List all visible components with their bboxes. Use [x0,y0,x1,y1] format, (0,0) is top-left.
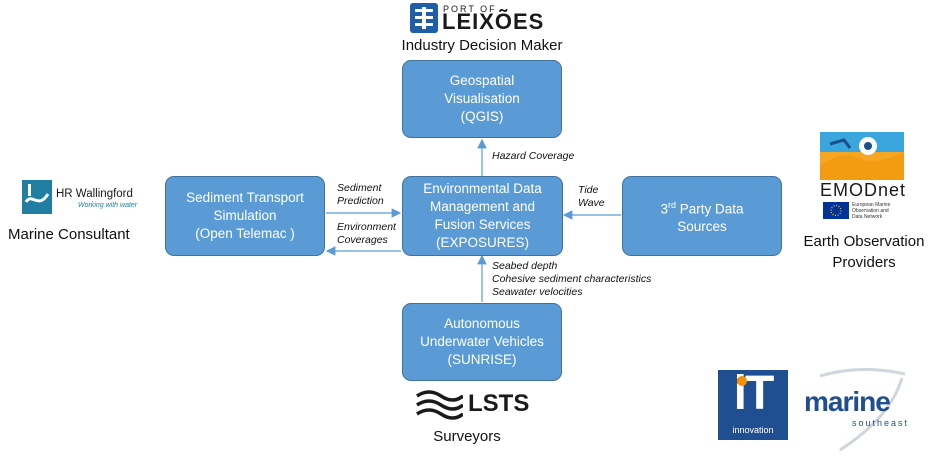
hazard-coverage-label: Hazard Coverage [492,150,575,162]
seabed-data-label: Seabed depth Cohesive sediment character… [492,260,651,299]
ordinal-number: 3 [660,201,668,217]
autonomous-vehicles-box: Autonomous Underwater Vehicles (SUNRISE) [402,303,562,381]
sediment-transport-box: Sediment Transport Simulation (Open Tele… [165,176,325,256]
port-emblem-svg [415,7,433,29]
box-line: Sources [677,219,727,235]
it-letters: iT [733,367,775,420]
box-line: Geospatial [449,73,515,88]
marine-word: marine [804,386,891,417]
lsts-wave-icon [416,390,463,420]
eu-flag-icon [823,202,849,219]
label-line: Sediment [337,182,382,194]
subtitle-line: Data Network [852,214,883,220]
label-line: Cohesive sediment characteristics [492,273,652,285]
label-line: Seawater velocities [492,286,583,298]
sediment-prediction-label: Sediment Prediction [337,182,384,208]
emodnet-emblem-icon [820,132,904,180]
box-line: Simulation [213,208,277,223]
box-line: (Open Telemac ) [195,226,295,241]
box-line: Environmental Data [423,181,542,196]
earth-observation-caption: Earth Observation Providers [790,231,938,273]
lsts-logo: LSTS [415,388,535,422]
marine-consultant-caption: Marine Consultant [8,226,130,243]
hr-wallingford-tagline: Working with water [78,202,138,209]
emodnet-name: EMODnet [820,180,907,200]
box-line: 3rd Party Data [660,196,743,219]
lsts-text: LSTS [468,390,530,417]
label-line: Tide [578,184,599,196]
box-line: (SUNRISE) [447,352,517,367]
box-line: Sediment Transport [186,190,304,205]
subtitle-line: European Marine [852,202,891,208]
industry-decision-maker-caption: Industry Decision Maker [401,37,563,54]
box-line: (QGIS) [460,109,504,124]
hr-wallingford-name: HR Wallingford [56,188,133,200]
subtitle-line: Observation and [852,208,889,214]
eu-stars-svg [830,204,842,217]
label-line: Environment [337,221,396,233]
tide-wave-label: Tide Wave [578,184,605,210]
leixoes-text: LEIXÕES [442,9,545,34]
box-line: (EXPOSURES) [435,235,530,250]
hr-wallingford-logo: HR Wallingford Working with water [22,180,142,216]
label-line: Coverages [337,234,388,246]
emodnet-subtitle: European Marine Observation and Data Net… [852,202,890,220]
port-emblem-icon [410,3,438,33]
caption-line: Earth Observation [803,233,925,250]
label-line: Prediction [337,195,384,207]
box-line: Management and [429,199,536,214]
third-party-data-box: 3rd Party Data Sources [622,176,782,256]
southeast-word: southeast [852,418,910,428]
box-line-rest: Party Data [676,201,744,217]
port-of-small-text: PORT OF [443,4,497,14]
box-line: Visualisation [444,91,520,106]
environmental-data-box: Environmental Data Management and Fusion… [402,176,563,256]
label-line: Wave [578,197,605,209]
ordinal-suffix: rd [667,199,676,210]
hr-wallingford-icon [22,180,52,214]
box-line: Fusion Services [434,217,531,232]
caption-line: Providers [832,254,896,271]
innovation-word: innovation [732,425,774,435]
marine-swoosh-icon [819,368,906,452]
emodnet-logo: EMODnet European Marine Observation and … [820,132,920,222]
marine-southeast-logo: marine southeast [800,368,935,453]
environment-coverages-label: Environment Coverages [337,221,396,247]
it-innovation-logo: iT innovation [718,367,788,440]
box-line: Autonomous [444,316,520,331]
label-line: Seabed depth [492,260,558,272]
surveyors-caption: Surveyors [433,428,501,445]
port-of-leixoes-logo: PORT OF LEIXÕES [410,3,560,35]
it-orange-dot-icon [737,376,747,386]
box-line: Underwater Vehicles [420,334,544,349]
geospatial-visualisation-box: Geospatial Visualisation (QGIS) [402,60,562,138]
